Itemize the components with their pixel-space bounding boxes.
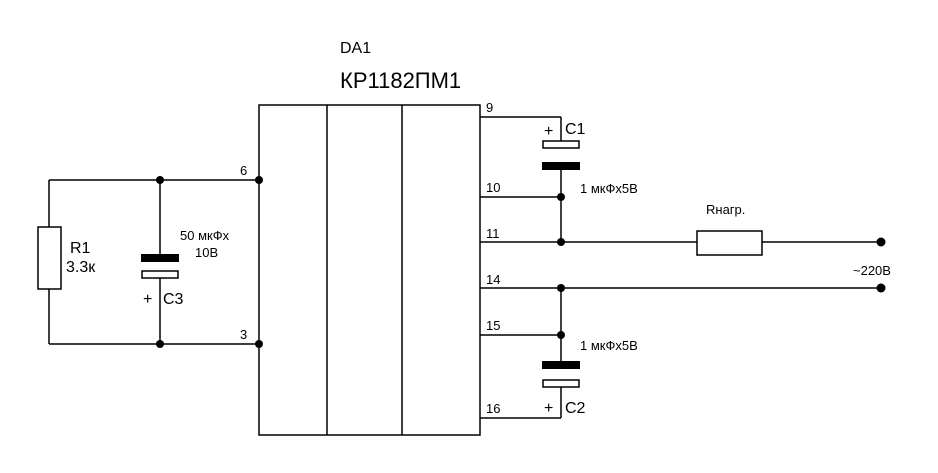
c3-value-line2: 10В <box>195 245 218 260</box>
resistor-r1 <box>37 226 62 290</box>
chip-body <box>258 104 481 436</box>
junction-dot <box>255 176 263 184</box>
pin-label-14: 14 <box>486 272 500 287</box>
pin-label-11: 11 <box>486 226 500 241</box>
c1-name: C1 <box>565 121 586 138</box>
chip-da1 <box>258 104 481 436</box>
terminal-dot <box>876 283 886 293</box>
pin-label-6: 6 <box>240 163 247 178</box>
r1-name: R1 <box>70 240 91 257</box>
c2-value: 1 мкФх5В <box>580 338 638 353</box>
left-wiring <box>48 179 259 345</box>
c3-value-line1: 50 мкФх <box>180 228 230 243</box>
capacitor-c1-plate-pos <box>542 140 580 149</box>
junction-dot <box>557 331 565 339</box>
supply-label: ~220В <box>853 263 891 278</box>
c3-polarity: + <box>143 291 152 308</box>
chip-part-number: КР1182ПМ1 <box>340 68 461 93</box>
capacitor-c3-plate-pos <box>141 270 179 279</box>
junction-dot <box>557 284 565 292</box>
pin-label-15: 15 <box>486 318 500 333</box>
rload-name: Rнагр. <box>706 202 745 217</box>
pin-label-10: 10 <box>486 180 500 195</box>
chip-designator: DA1 <box>340 40 371 57</box>
junction-dot <box>156 176 164 184</box>
resistor-rload <box>696 230 763 256</box>
r1-value: 3.3к <box>66 259 96 276</box>
right-wiring <box>480 116 881 419</box>
junction-dot <box>557 193 565 201</box>
capacitor-c2-plate-neg <box>542 361 580 369</box>
capacitor-c1-plate-neg <box>542 162 580 170</box>
junction-dot <box>557 238 565 246</box>
pin-label-9: 9 <box>486 100 493 115</box>
c2-name: C2 <box>565 400 586 417</box>
terminal-dot <box>876 237 886 247</box>
pin-label-3: 3 <box>240 327 247 342</box>
pin-label-16: 16 <box>486 401 500 416</box>
capacitor-c2-plate-pos <box>542 379 580 388</box>
junction-dot <box>156 340 164 348</box>
c1-polarity: + <box>544 123 553 140</box>
c1-value: 1 мкФх5В <box>580 181 638 196</box>
junction-dot <box>255 340 263 348</box>
capacitor-c3-plate-neg <box>141 254 179 262</box>
c3-name: C3 <box>163 291 184 308</box>
c2-polarity: + <box>544 400 553 417</box>
